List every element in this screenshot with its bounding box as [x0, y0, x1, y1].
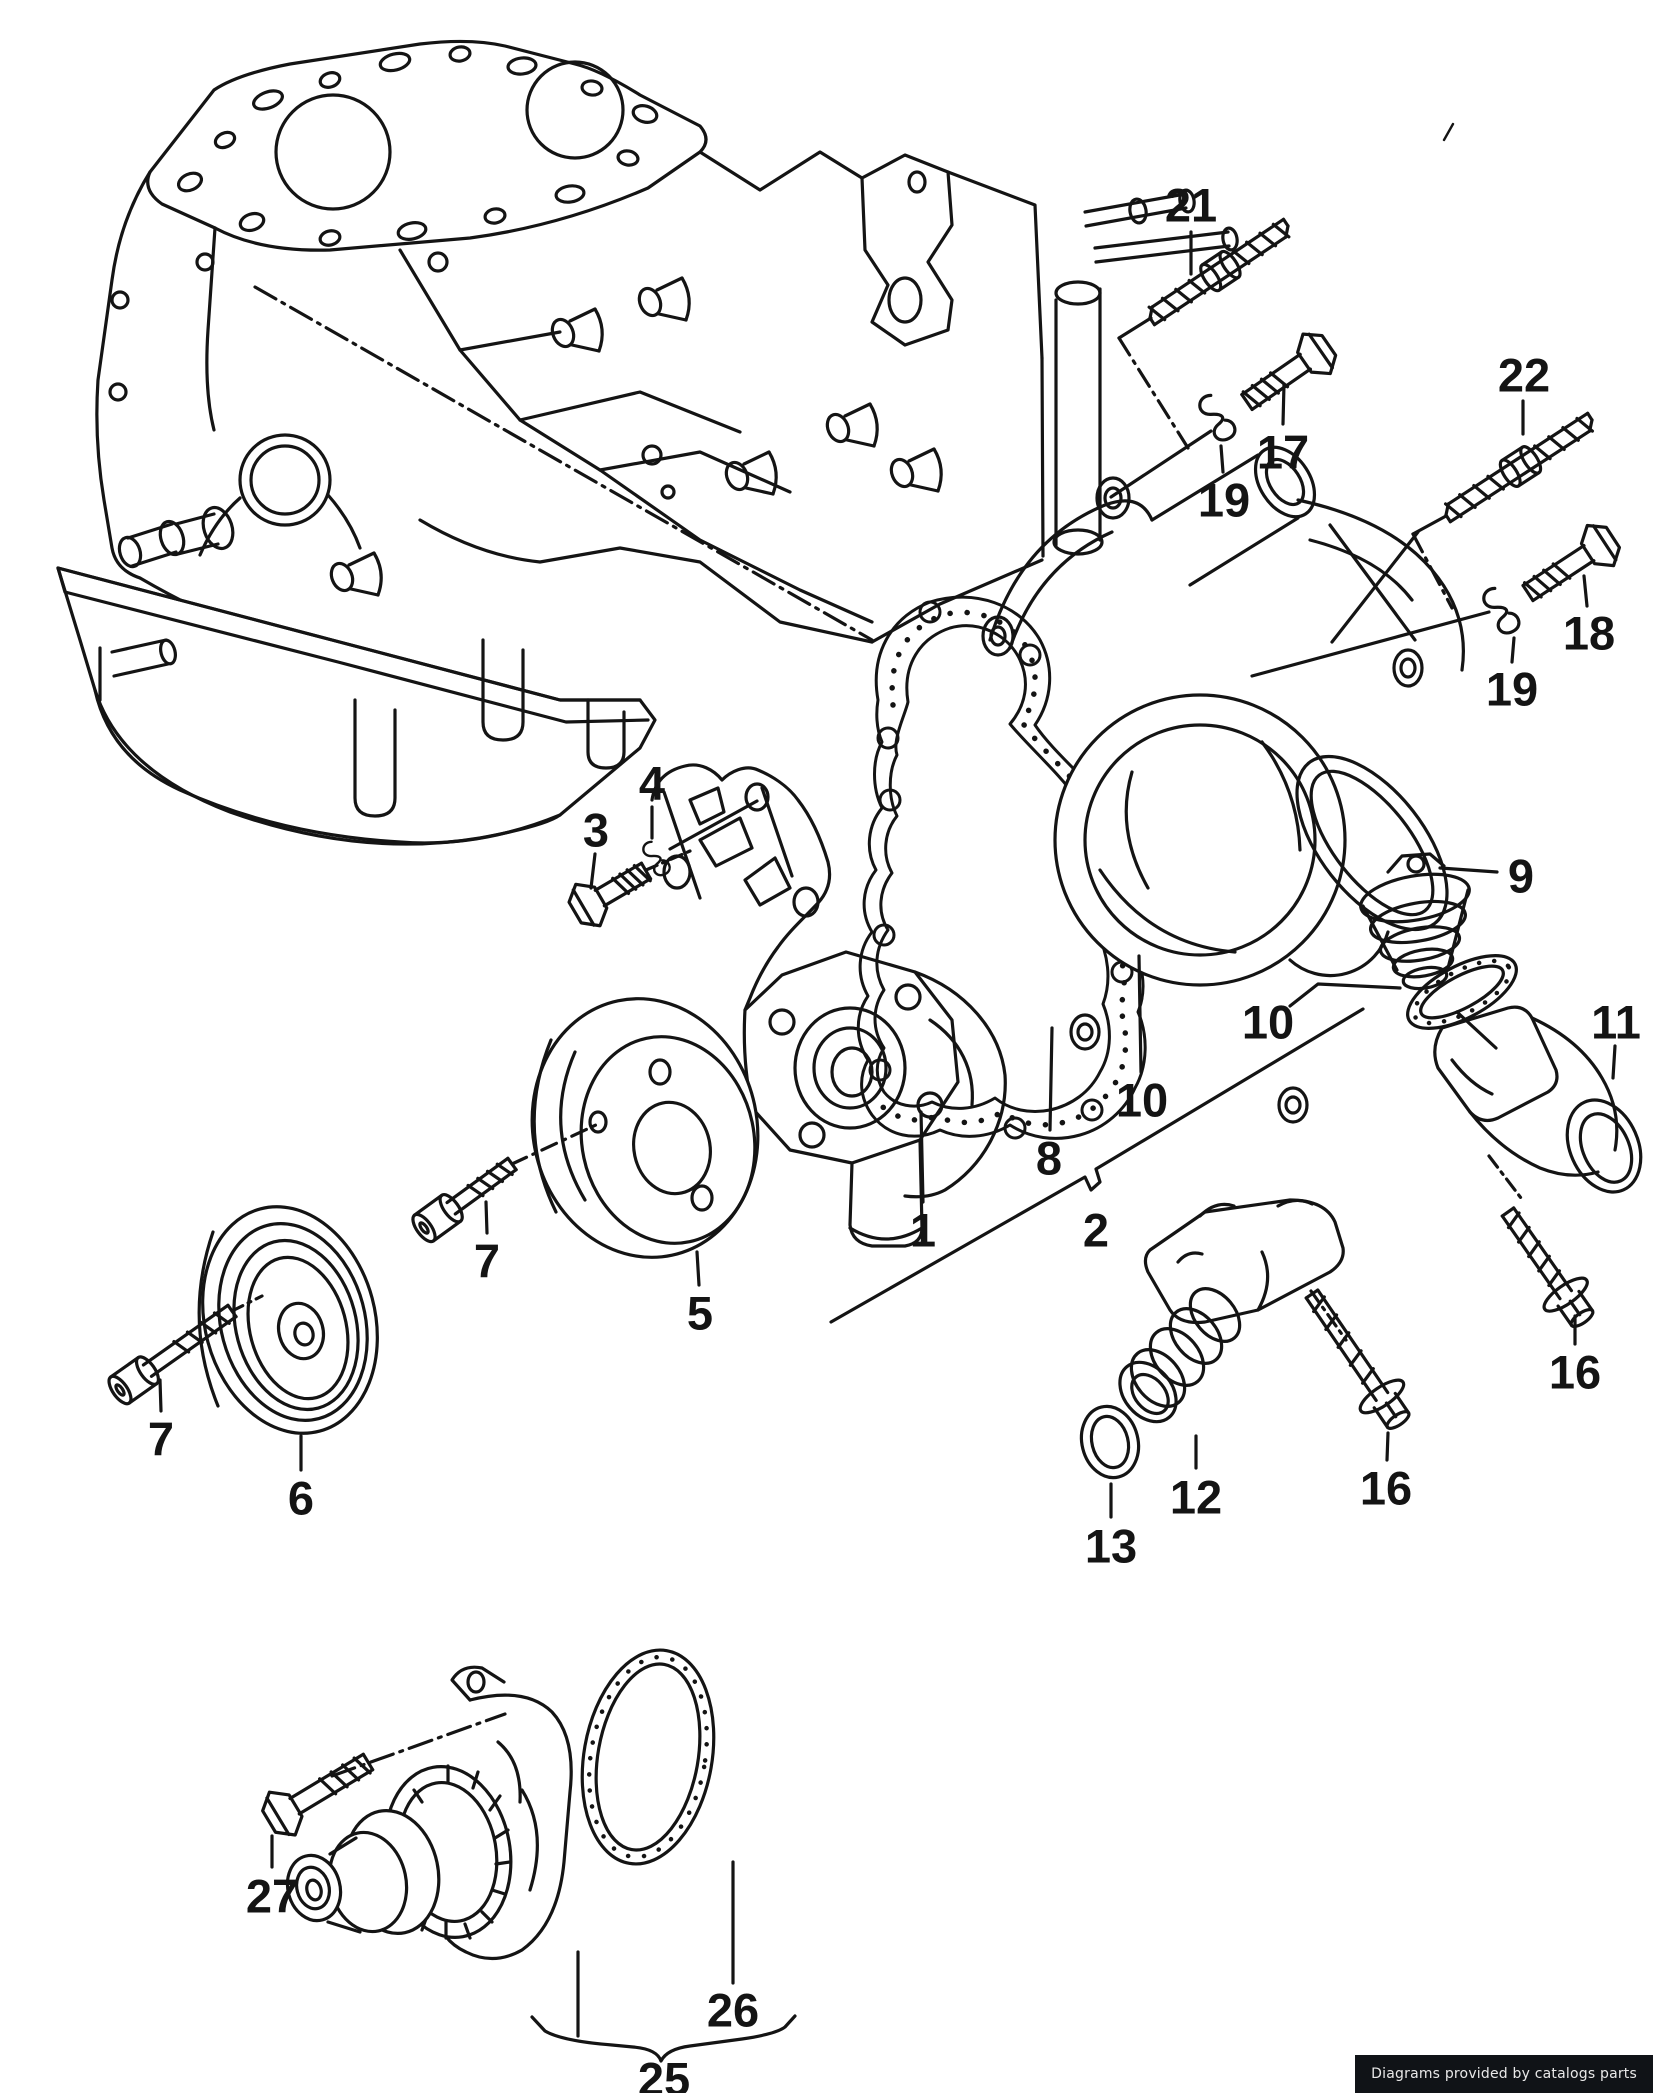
callout-leader-c9: [1438, 866, 1499, 874]
callout-leader-c19a: [1219, 444, 1225, 474]
callout-c19a: 19: [1198, 474, 1250, 527]
callout-c13: 13: [1085, 1520, 1137, 1573]
o-ring-part13: [1079, 1404, 1141, 1480]
pulley-part6: [197, 1205, 379, 1435]
callout-leader-c7b: [158, 1378, 163, 1413]
engine-block: [95, 39, 1455, 694]
callout-c8: 8: [1036, 1132, 1062, 1185]
callout-c16b: 16: [1549, 1346, 1601, 1399]
callout-c7b: 7: [148, 1413, 174, 1466]
callout-leader-c18: [1582, 574, 1589, 608]
coolant-flange-part12: [1118, 1198, 1345, 1424]
callout-c1: 1: [910, 1204, 936, 1257]
callout-leader-c11: [1611, 1044, 1617, 1080]
callout-c2: 2: [1083, 1204, 1109, 1257]
callout-leader-c3: [589, 852, 597, 890]
callout-c3: 3: [583, 804, 609, 857]
callout-leader-c10c: [1137, 954, 1143, 1074]
callout-c5: 5: [687, 1287, 713, 1340]
callout-c9: 9: [1508, 850, 1534, 903]
thermostat-part9: [1359, 852, 1471, 991]
callout-c6: 6: [288, 1472, 314, 1525]
callout-c21: 21: [1165, 179, 1217, 232]
leader-lines: [230, 285, 1523, 2038]
callout-c27: 27: [246, 1870, 298, 1923]
callout-c25: 25: [638, 2053, 690, 2093]
water-pump-part1: [650, 763, 1007, 1248]
bracket-part2-leader: [829, 1007, 1365, 1324]
callout-c16a: 16: [1360, 1462, 1412, 1515]
callout-leader-c16a: [1385, 1431, 1390, 1462]
callout-c18: 18: [1563, 607, 1615, 660]
gasket-part26: [580, 1648, 716, 1866]
provider-badge: Diagrams provided by catalogs parts: [1355, 2055, 1653, 2093]
callout-c19b: 19: [1486, 663, 1538, 716]
water-pump-part25: [285, 1665, 573, 1961]
callout-c10c: 10: [1116, 1074, 1168, 1127]
callout-c26: 26: [707, 1984, 759, 2037]
callout-c12: 12: [1170, 1471, 1222, 1524]
thermostat-housing-part11: [1433, 1005, 1643, 1194]
callout-leader-c10r: [1288, 982, 1402, 1008]
hardware-fasteners: [107, 217, 1622, 1837]
callout-leader-c1: [919, 1110, 925, 1204]
callout-leader-c5: [695, 1250, 701, 1287]
callout-leader-c7a: [484, 1200, 489, 1235]
callout-c11: 11: [1591, 996, 1641, 1049]
pulley-part5: [530, 997, 760, 1259]
callout-c4: 4: [639, 757, 665, 810]
pump-housing-part2: [981, 445, 1465, 1124]
oil-pan: [56, 566, 657, 846]
callout-leader-c19b: [1510, 636, 1516, 664]
callout-leader-c17: [1281, 382, 1286, 426]
callout-c17: 17: [1257, 426, 1309, 479]
callout-c10r: 10: [1242, 996, 1294, 1049]
o-ring-part10: [1406, 954, 1518, 1030]
brace-part25: [530, 2014, 797, 2063]
callout-leader-c8: [1048, 1026, 1054, 1132]
callout-c22: 22: [1498, 349, 1550, 402]
callout-c7a: 7: [474, 1235, 500, 1288]
